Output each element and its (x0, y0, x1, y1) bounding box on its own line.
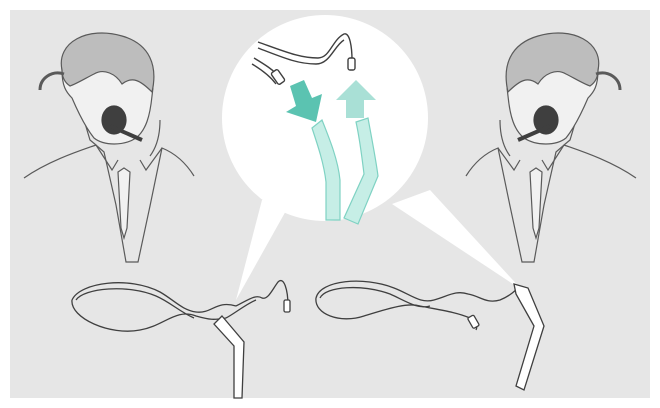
zoom-circle-icon (222, 15, 428, 221)
